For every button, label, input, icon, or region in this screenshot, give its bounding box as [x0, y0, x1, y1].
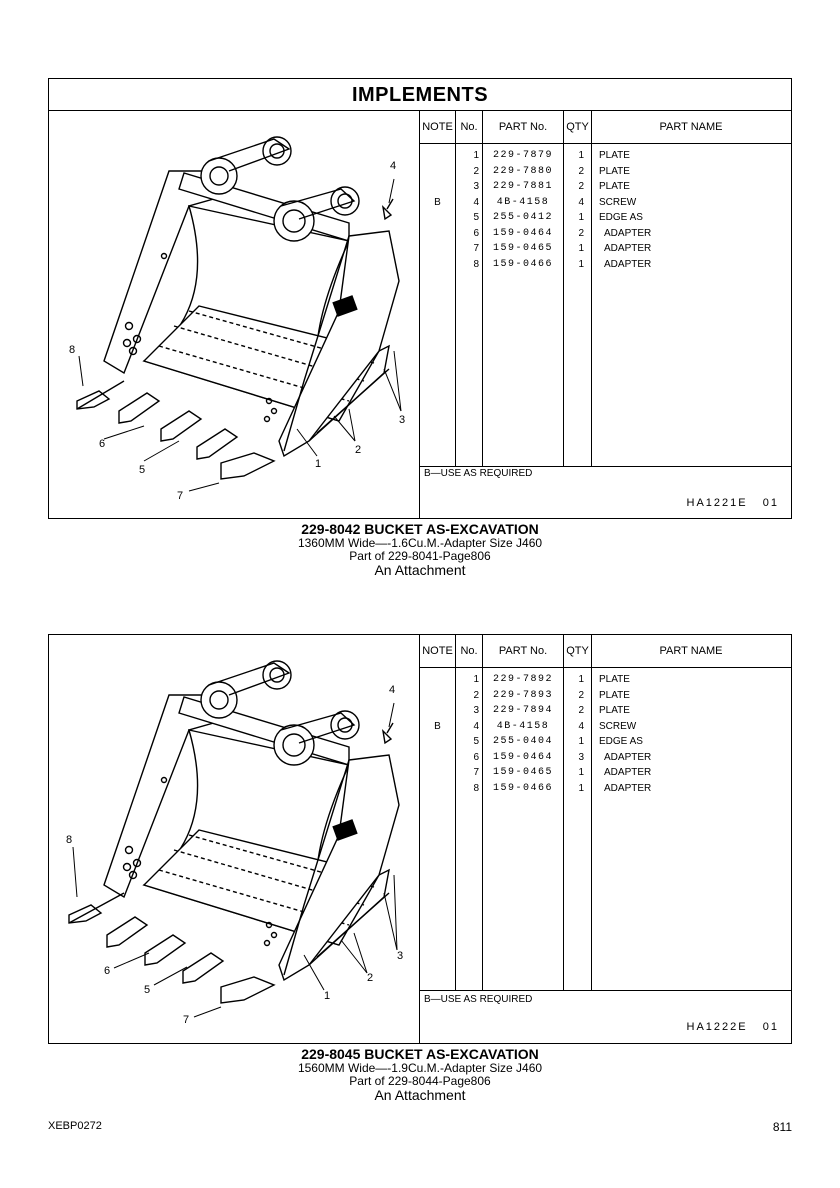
caption-title: 229-8042 BUCKET AS-EXCAVATION: [301, 521, 539, 537]
callout-1: 1: [324, 990, 330, 1002]
table-header: NOTE No. PART No. QTY PART NAME: [420, 111, 791, 144]
caption-type: An Attachment: [374, 562, 466, 578]
col-note-header: NOTE: [422, 121, 453, 133]
document-id: XEBP0272: [48, 1120, 102, 1132]
callout-5: 5: [144, 984, 150, 996]
caption-2: 229-8045 BUCKET AS-EXCAVATION 1560MM Wid…: [48, 1046, 792, 1103]
callout-7: 7: [177, 490, 183, 502]
callout-4: 4: [389, 684, 395, 696]
caption-type: An Attachment: [374, 1087, 466, 1103]
bucket-drawing-2: 4 8 6 5 7 1 2 3: [66, 660, 403, 1026]
bucket-drawing-1: 4 8 6 5 7 1 2 3: [69, 136, 405, 502]
caption-spec: 1360MM Wide—-1.6Cu.M.-Adapter Size J460: [297, 536, 543, 550]
callout-2: 2: [367, 972, 373, 984]
col-no-header: No.: [460, 645, 478, 657]
callout-5: 5: [139, 464, 145, 476]
caption-title: 229-8045 BUCKET AS-EXCAVATION: [301, 1046, 539, 1062]
remark-note: B—USE AS REQUIRED: [424, 468, 533, 479]
callout-6: 6: [104, 965, 110, 977]
callout-3: 3: [399, 414, 405, 426]
callout-4: 4: [390, 160, 396, 172]
callout-2: 2: [355, 444, 361, 456]
remark-note: B—USE AS REQUIRED: [424, 994, 533, 1005]
col-partname-header: PART NAME: [659, 645, 723, 657]
col-qty-header: QTY: [566, 121, 589, 133]
col-partname-header: PART NAME: [659, 121, 723, 133]
callout-7: 7: [183, 1014, 189, 1026]
parts-block-2: 4 8 6 5 7 1 2 3 NOTE No. PART No. QTY PA…: [48, 634, 792, 1044]
callout-8: 8: [69, 344, 75, 356]
col-note-header: NOTE: [422, 645, 453, 657]
caption-1: 229-8042 BUCKET AS-EXCAVATION 1360MM Wid…: [48, 521, 792, 578]
callout-3: 3: [397, 950, 403, 962]
callout-8: 8: [66, 834, 72, 846]
illustration-code: HA1222E 01: [686, 1021, 779, 1033]
col-qty-header: QTY: [566, 645, 589, 657]
bucket-illustration-2: 4 8 6 5 7 1 2 3: [49, 635, 420, 1043]
callout-6: 6: [99, 438, 105, 450]
page-title: IMPLEMENTS: [48, 78, 792, 111]
page-number: 811: [772, 1120, 792, 1134]
caption-reference: Part of 229-8041-Page806: [349, 549, 491, 563]
illustration-code: HA1221E 01: [686, 497, 779, 509]
col-no-header: No.: [460, 121, 478, 133]
parts-block-1: 4 8 6 5 7 1 2 3 NOTE No. PART No. QTY PA…: [48, 110, 792, 519]
callout-1: 1: [315, 458, 321, 470]
col-partno-header: PART No.: [498, 121, 548, 133]
caption-spec: 1560MM Wide—-1.9Cu.M.-Adapter Size J460: [297, 1061, 543, 1075]
caption-reference: Part of 229-8044-Page806: [349, 1074, 491, 1088]
col-partno-header: PART No.: [498, 645, 548, 657]
bucket-illustration-1: 4 8 6 5 7 1 2 3: [49, 111, 420, 518]
table-header: NOTE No. PART No. QTY PART NAME: [420, 635, 791, 668]
